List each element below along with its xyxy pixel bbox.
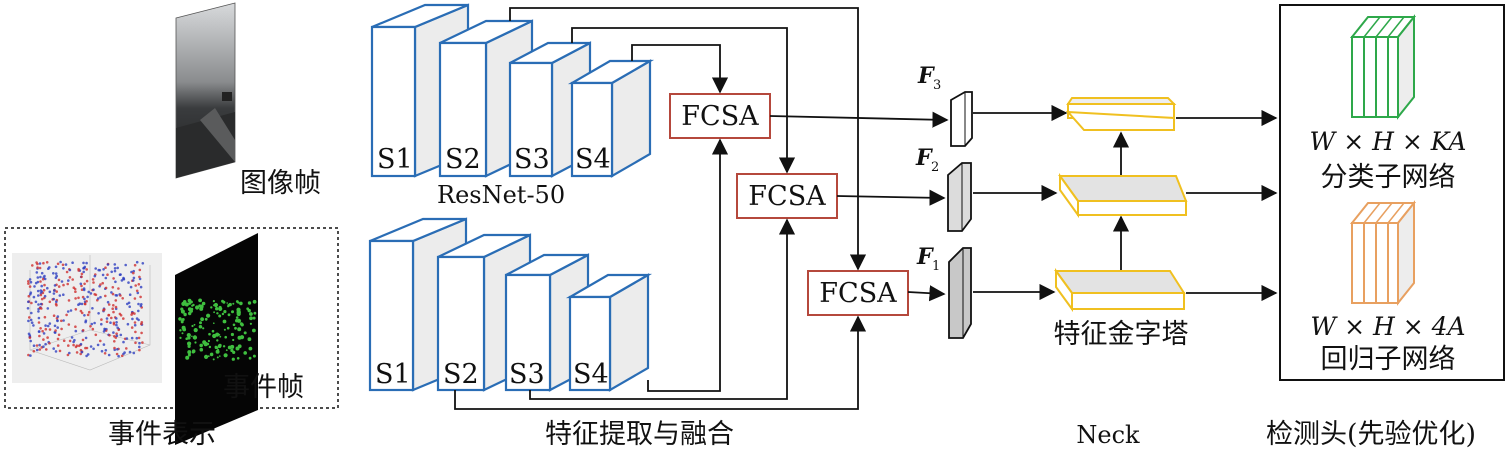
fcsa-module-top: FCSA xyxy=(669,93,771,139)
stage-label-s4: S4 xyxy=(575,144,611,175)
stage-label-s1-event: S1 xyxy=(375,359,411,390)
reg-subnet-label: 回归子网络 xyxy=(1321,344,1456,375)
event-3d-scatter-thumbnail xyxy=(12,253,162,383)
cls-subnet-label: 分类子网络 xyxy=(1321,162,1456,193)
feature-map-f3: F 3 xyxy=(917,63,973,147)
feature-pyramid xyxy=(1054,97,1188,313)
stage-label-s3-event: S3 xyxy=(509,359,545,390)
svg-text:FCSA: FCSA xyxy=(681,101,759,132)
stage-label-s2-event: S2 xyxy=(443,359,479,390)
stage-label-s1: S1 xyxy=(377,144,413,175)
pyramid-level-top xyxy=(1065,97,1177,131)
pyramid-level-middle xyxy=(1058,172,1188,219)
backbone-bottom: S1 S2 S3 S4 xyxy=(368,217,653,392)
svg-text:F: F xyxy=(916,244,934,270)
event-frame-label: 事件帧 xyxy=(223,372,304,403)
fcsa-module-middle: FCSA xyxy=(736,173,838,219)
event-frame-thumbnail xyxy=(175,233,258,445)
feature-map-f1: F 1 xyxy=(916,244,972,339)
cls-shape-label: W × H × KA xyxy=(1310,127,1467,156)
event-repr-label: 事件表示 xyxy=(108,419,216,450)
stage-box-s4-event: S4 xyxy=(565,273,653,392)
stage-label-s4-event: S4 xyxy=(573,359,609,390)
reg-shape-label: W × H × 4A xyxy=(1310,312,1465,341)
stage-box-s4: S4 xyxy=(567,59,655,178)
svg-text:1: 1 xyxy=(932,259,940,274)
fcsa-module-bottom: FCSA xyxy=(807,270,909,316)
svg-text:F: F xyxy=(917,63,935,89)
svg-text:2: 2 xyxy=(931,160,939,175)
neck-section-label: Neck xyxy=(1076,421,1140,449)
backbone-name-label: ResNet-50 xyxy=(437,181,565,209)
stage-label-s2: S2 xyxy=(445,144,481,175)
backbone-top: S1 S2 S3 S4 xyxy=(370,3,655,178)
svg-text:F: F xyxy=(915,145,933,171)
connection-lines xyxy=(454,7,1278,410)
regression-subnet-block xyxy=(1349,200,1417,306)
pyramid-level-bottom xyxy=(1054,267,1186,313)
head-section-label: 检测头(先验优化) xyxy=(1266,419,1476,450)
svg-text:FCSA: FCSA xyxy=(748,181,826,212)
image-frame-thumbnail xyxy=(175,2,236,179)
stage-box-s3: S3 xyxy=(508,41,592,178)
svg-text:3: 3 xyxy=(933,78,941,93)
fusion-section-label: 特征提取与融合 xyxy=(545,419,734,450)
feature-map-f2: F 2 xyxy=(915,145,972,232)
pyramid-label: 特征金字塔 xyxy=(1054,319,1189,350)
event-representation-frame xyxy=(4,227,339,409)
image-frame-label: 图像帧 xyxy=(240,168,321,199)
stage-label-s3: S3 xyxy=(514,144,550,175)
classification-subnet-block xyxy=(1349,14,1417,120)
svg-text:FCSA: FCSA xyxy=(819,278,897,309)
